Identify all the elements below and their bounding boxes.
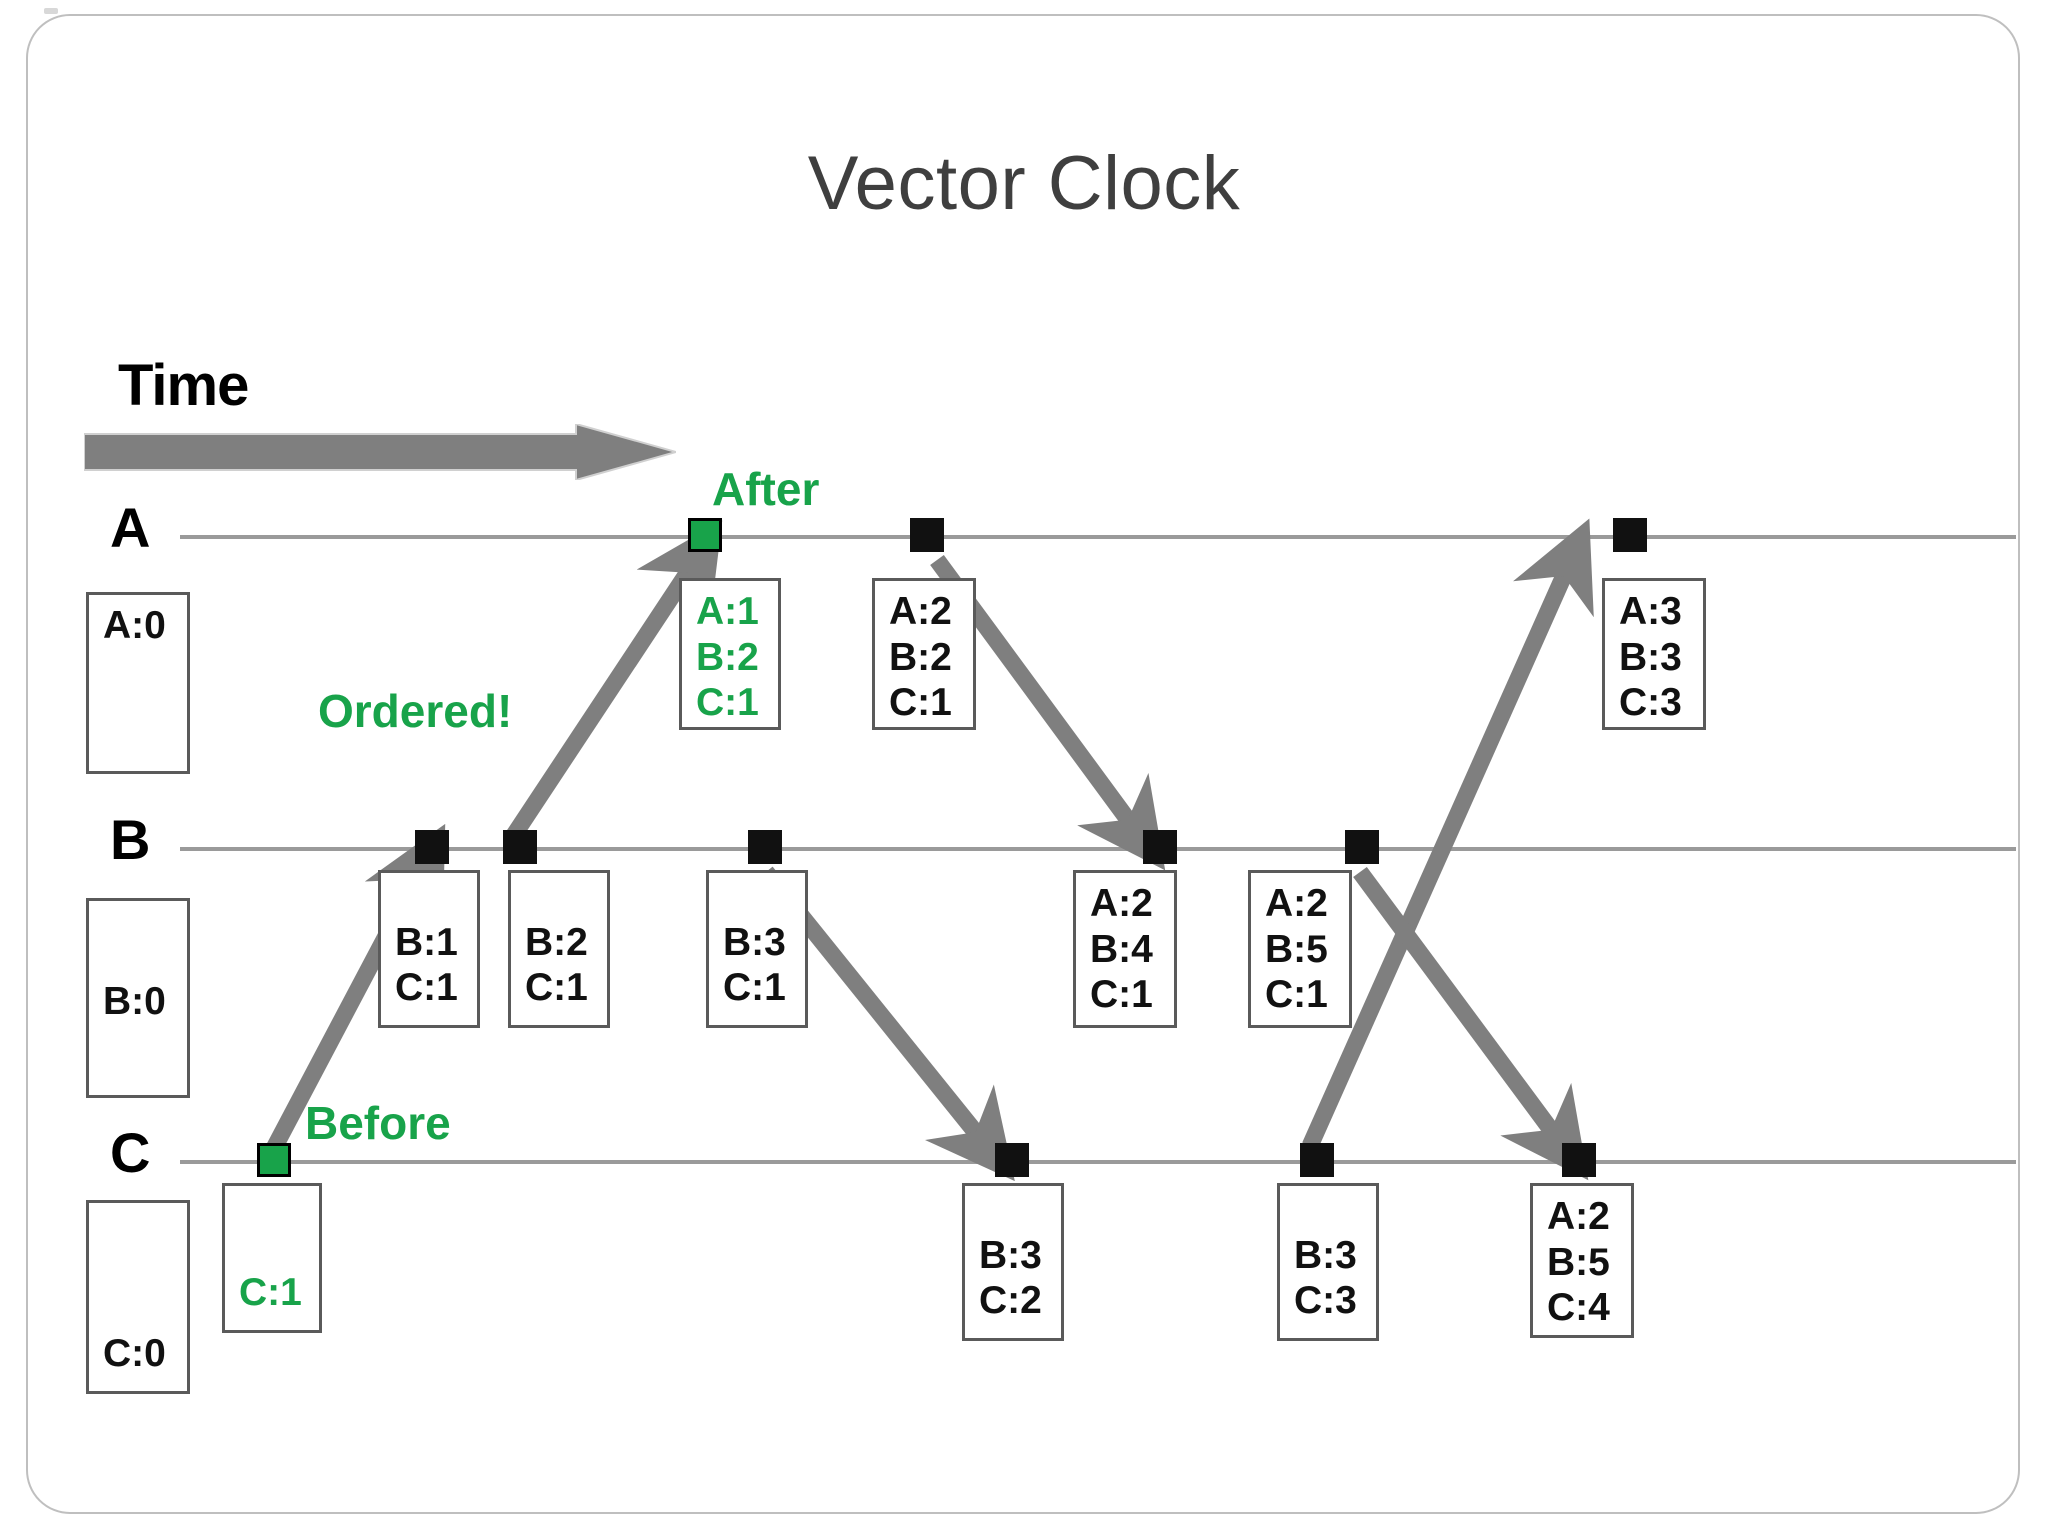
event-node-C-3[interactable]: [1562, 1143, 1596, 1177]
clock-entry: C:1: [395, 966, 458, 1010]
page-title: Vector Clock: [807, 141, 1241, 226]
annotation-before: Before: [305, 1097, 451, 1149]
clock-entry: B:1: [395, 920, 458, 964]
clock-entry: C:4: [1547, 1286, 1610, 1330]
event-node-B-0[interactable]: [415, 830, 449, 864]
frame-notch-decoration: [44, 8, 58, 14]
clock-entry: C:1: [889, 681, 952, 725]
annotation-ordered: Ordered!: [318, 685, 513, 737]
clock-entry: B:5: [1265, 927, 1328, 971]
process-label-A: A: [110, 496, 151, 559]
clock-entry: B:4: [1090, 927, 1153, 971]
time-axis-label: Time: [118, 353, 249, 418]
clock-entry: C:2: [979, 1279, 1042, 1323]
timeline-B: [180, 847, 2016, 851]
clock-box-B-0: B:1 C:1: [378, 870, 480, 1028]
clock-entry: C:3: [1619, 681, 1682, 725]
clock-entry: A:2: [1090, 882, 1153, 925]
clock-box-C-3: A:2 B:5 C:4: [1530, 1183, 1634, 1338]
annotation-after: After: [712, 463, 820, 515]
clock-entry: A:0: [103, 604, 166, 647]
clock-entry: B:2: [889, 635, 952, 679]
event-node-C-0[interactable]: [257, 1143, 291, 1177]
event-node-A-1[interactable]: [910, 518, 944, 552]
clock-entry: B:5: [1547, 1240, 1610, 1284]
timeline-A: [180, 535, 2016, 539]
clock-box-C-2: B:3 C:3: [1277, 1183, 1379, 1341]
clock-entry: A:2: [1547, 1195, 1610, 1238]
clock-entry: B:3: [1294, 1233, 1357, 1277]
clock-entry: B:2: [525, 920, 588, 964]
process-label-B: B: [110, 808, 151, 871]
clock-box-B-2: B:3 C:1: [706, 870, 808, 1028]
event-node-B-1[interactable]: [503, 830, 537, 864]
event-node-C-2[interactable]: [1300, 1143, 1334, 1177]
clock-box-A-0: A:1 B:2 C:1: [679, 578, 781, 730]
clock-box-B-3: A:2 B:4 C:1: [1073, 870, 1177, 1028]
clock-entry: C:1: [1090, 973, 1153, 1017]
event-node-A-2[interactable]: [1613, 518, 1647, 552]
clock-entry: A:1: [696, 590, 759, 633]
clock-box-C-1: B:3 C:2: [962, 1183, 1064, 1341]
clock-entry: B:3: [979, 1233, 1042, 1277]
clock-box-B-1: B:2 C:1: [508, 870, 610, 1028]
event-node-B-2[interactable]: [748, 830, 782, 864]
clock-box-C-0: C:1: [222, 1183, 322, 1333]
clock-box-A-2: A:3 B:3 C:3: [1602, 578, 1706, 730]
initial-clock-box-A: A:0: [86, 592, 190, 774]
time-arrow-icon: [84, 424, 676, 480]
event-node-B-3[interactable]: [1143, 830, 1177, 864]
clock-entry: C:0: [103, 1332, 166, 1376]
clock-box-A-1: A:2 B:2 C:1: [872, 578, 976, 730]
clock-entry: C:1: [239, 1271, 302, 1315]
clock-entry: B:0: [103, 980, 166, 1024]
process-label-C: C: [110, 1121, 151, 1184]
clock-box-B-4: A:2 B:5 C:1: [1248, 870, 1352, 1028]
clock-entry: C:1: [696, 681, 759, 725]
timeline-C: [180, 1160, 2016, 1164]
clock-entry: A:3: [1619, 590, 1682, 633]
clock-entry: B:3: [1619, 635, 1682, 679]
event-node-C-1[interactable]: [995, 1143, 1029, 1177]
clock-entry: C:1: [1265, 973, 1328, 1017]
clock-entry: B:2: [696, 635, 759, 679]
clock-entry: C:3: [1294, 1279, 1357, 1323]
clock-entry: C:1: [525, 966, 588, 1010]
clock-entry: A:2: [1265, 882, 1328, 925]
clock-entry: C:1: [723, 966, 786, 1010]
event-node-A-0[interactable]: [688, 518, 722, 552]
initial-clock-box-B: B:0: [86, 898, 190, 1098]
event-node-B-4[interactable]: [1345, 830, 1379, 864]
clock-entry: B:3: [723, 920, 786, 964]
initial-clock-box-C: C:0: [86, 1200, 190, 1394]
clock-entry: A:2: [889, 590, 952, 633]
